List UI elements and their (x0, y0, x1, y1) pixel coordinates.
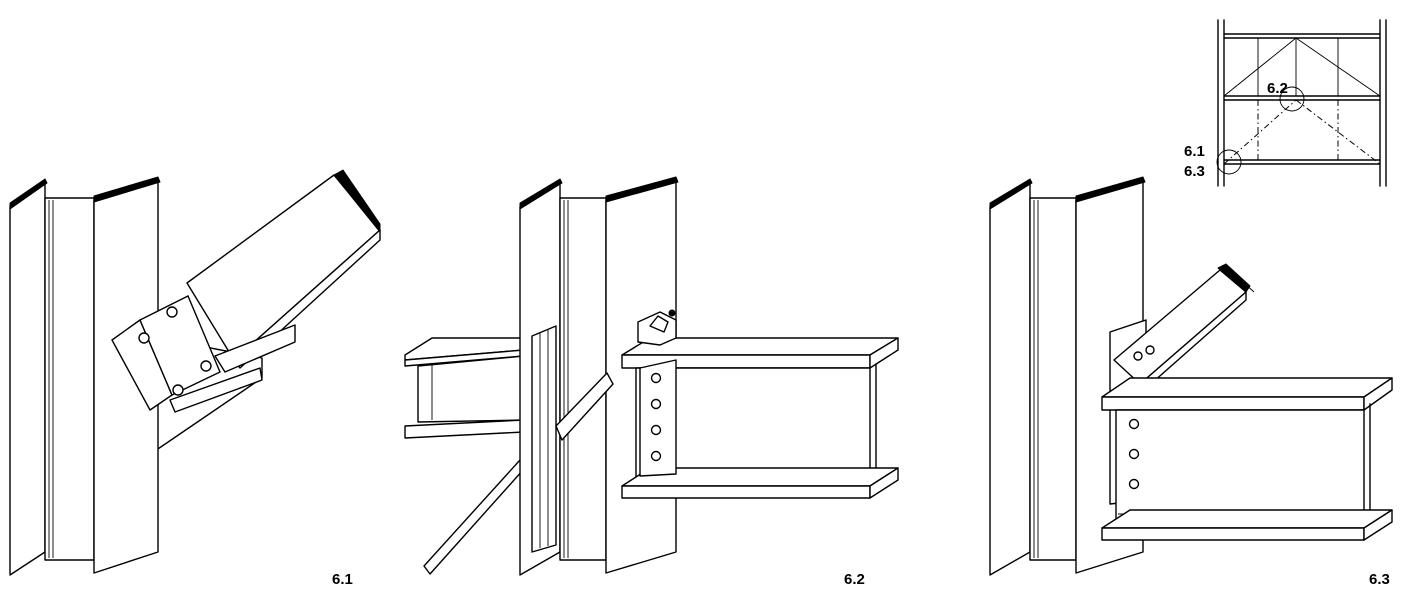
column-6-1 (9, 176, 161, 576)
bolt-hole (138, 332, 150, 344)
clip-angle-6-1 (111, 295, 221, 411)
bolt-hole (1128, 448, 1140, 460)
bolt-hole (200, 360, 212, 372)
bolt-hole (166, 306, 178, 318)
callout-circle-upper (1279, 86, 1305, 112)
key-plan-diagram: 6.2 6.1 6.3 (1184, 19, 1387, 187)
figure-label: 6.2 (844, 571, 865, 588)
right-beam-6-2 (621, 337, 899, 499)
slotted-brace-6-2 (555, 372, 614, 441)
bolt-hole (1145, 345, 1155, 355)
angle-leg-lower (169, 367, 263, 413)
callout-label-lower-b: 6.3 (1184, 163, 1205, 180)
left-beam-6-2 (404, 337, 525, 439)
callout-label-upper: 6.2 (1267, 80, 1288, 97)
bolt-hole (650, 450, 662, 462)
bolt-hole (172, 384, 184, 396)
brace-bar-6-2 (423, 459, 524, 575)
bolt-hole (1133, 351, 1143, 361)
bolt-hole (650, 372, 662, 384)
figure-6-1: 6.1 (9, 169, 381, 588)
figure-label: 6.1 (332, 571, 353, 588)
diagonal-brace-6-1 (186, 169, 381, 373)
figure-6-2: 6.2 (404, 176, 899, 588)
bolt-hole (1128, 418, 1140, 430)
bearing-block-6-2 (637, 309, 677, 346)
gusset-plate-6-2 (531, 325, 557, 553)
beam-6-3 (1101, 377, 1393, 541)
figure-label: 6.3 (1369, 571, 1390, 588)
figure-6-3: 6.3 (989, 176, 1393, 588)
bolt-hole (650, 398, 662, 410)
bolt-hole (1128, 478, 1140, 490)
callout-circle-lower (1216, 149, 1242, 175)
bolt-hole (650, 424, 662, 436)
callout-label-lower-a: 6.1 (1184, 143, 1205, 160)
